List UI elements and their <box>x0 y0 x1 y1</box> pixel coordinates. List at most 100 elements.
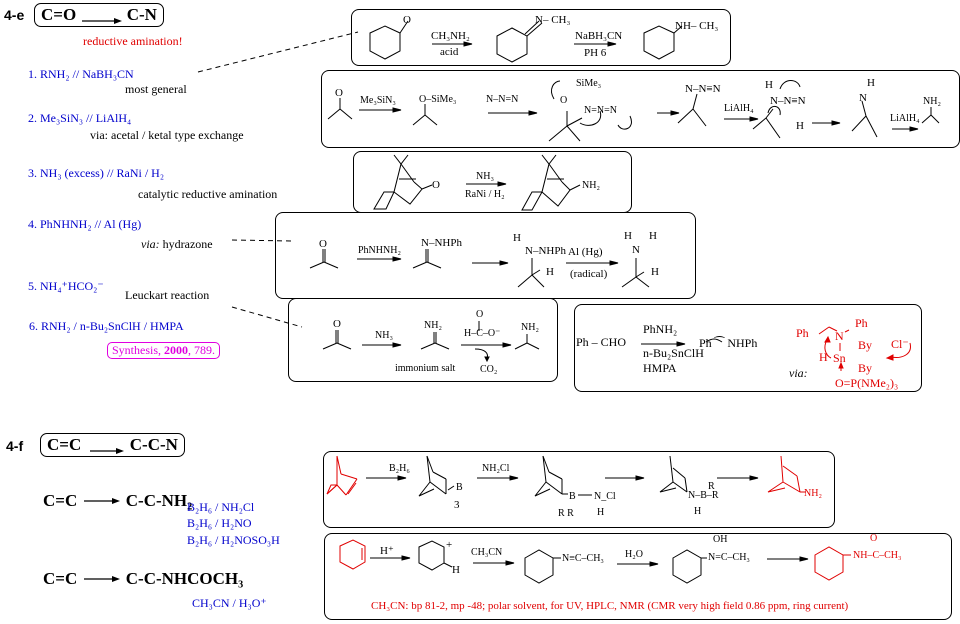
cation-ring <box>418 540 445 571</box>
connector-4 <box>231 239 293 242</box>
eq1-reagent-3: B₂H₆ / H₂NOSO₃H <box>187 533 280 547</box>
reagent-rani: RaNi / H₂ <box>465 189 505 200</box>
ts-n: N <box>835 329 844 343</box>
reagent-nh3: NH₃ <box>375 330 393 341</box>
reagent-acid: acid <box>440 46 459 58</box>
amine-h3: H <box>651 266 659 278</box>
amine-h2: H <box>649 230 657 242</box>
section-label-4f: 4-f <box>6 438 24 454</box>
scheme-box-8: H⁺ + H CH₃CN N≡C–CH₃ H₂O OH N=C–CH₃ O NH… <box>324 533 952 620</box>
reagent-alhg: Al (Hg) <box>568 246 603 258</box>
norbornylamine <box>767 455 806 493</box>
borane-3: 3 <box>454 499 460 511</box>
method-1-note: most general <box>125 82 187 96</box>
imidate-label: N=C–CH₃ <box>708 552 750 563</box>
product-nh2: NH₂ <box>923 96 941 107</box>
co2-label: CO₂ <box>480 364 497 375</box>
equation-2: C=C C-C-NHCOCH₃ <box>43 569 243 589</box>
reagent-h-plus: H⁺ <box>380 545 394 557</box>
product-nh2: NH₂ <box>521 322 539 333</box>
scheme-box-4: O PhNHNH₂ N–NHPh H N–NHPh H Al (Hg) (rad… <box>275 212 696 299</box>
azide-label: N–N=N <box>486 94 518 105</box>
ts-by1: By <box>858 338 872 352</box>
subtitle-reductive-amination: reductive amination! <box>83 34 183 48</box>
curved-arrow-1 <box>551 80 561 100</box>
eq2-reactant: C=C <box>43 569 78 588</box>
imidate-ring <box>672 549 702 584</box>
reagent-lialh4-1: LiAlH₄ <box>724 103 754 114</box>
eq1-reactant: C=C <box>43 491 78 510</box>
title-reactant: C=O <box>41 5 77 24</box>
aminoborane-h: H <box>694 506 701 517</box>
ts-ph2: Ph <box>855 316 868 330</box>
curved-arrow-5 <box>779 80 801 90</box>
eq1-reagent-1: B₂H₆ / NH₂Cl <box>187 500 255 514</box>
ketone-o: O <box>333 318 341 330</box>
reagent-phnhnh2: PhNHNH₂ <box>358 245 401 256</box>
hydride-azide-label: N–N≡N <box>770 95 806 107</box>
method-5: 5. NH₄⁺HCO₂⁻ <box>28 279 104 293</box>
substrate-phcho: Ph – CHO <box>576 335 626 349</box>
amine-n: N <box>632 244 640 256</box>
curved-arrow-2 <box>579 110 602 126</box>
amide-ring <box>814 546 844 581</box>
immonium-caption: immonium salt <box>395 363 456 374</box>
scheme-box-5: O NH₃ NH₂ O H–C–O⁻ NH₂ immonium salt CO₂ <box>288 298 558 382</box>
ts-ph1: Ph <box>796 326 809 340</box>
azide-adduct-label: N=N=N <box>584 105 617 116</box>
reagent-me3sin3: Me₃SiN₃ <box>360 95 396 106</box>
scheme-6-drawing: Ph – CHO PhNH₂ n-Bu₂SnClH HMPA Ph ⁀ NHPh… <box>576 316 911 390</box>
ref-page: , 789. <box>188 343 216 357</box>
formate-o: O <box>476 309 483 320</box>
product-nh2: NH₂ <box>582 180 600 191</box>
scheme-7-drawing: B₂H₆ B 3 NH₂Cl B N_Cl R R H R N–B–R H NH… <box>326 455 822 519</box>
method-5-note: Leuckart reaction <box>125 288 210 302</box>
imine-label: N– CH₃ <box>535 14 570 26</box>
aminoborane-label: N–B–R <box>688 490 719 501</box>
method-2: 2. Me₃SiN₃ // LiAlH₄ <box>28 111 132 125</box>
product-label: Ph ⁀ NHPh <box>699 336 757 350</box>
arrow-icon <box>83 498 120 504</box>
title-product: C-N <box>126 5 157 24</box>
imine-n: N <box>859 92 867 104</box>
cation-h: H <box>452 564 460 576</box>
arrow-icon <box>83 576 120 582</box>
reagent-hmpa: HMPA <box>643 361 677 375</box>
ketone-o: O <box>319 238 327 250</box>
reagent-nh2cl: NH₂Cl <box>482 463 510 474</box>
amine-h1: H <box>624 230 632 242</box>
cyclohexanone-ring <box>369 25 401 60</box>
nitrilium-ring <box>524 549 554 584</box>
reagent-phnh2: PhNH₂ <box>643 322 677 336</box>
scheme-3-drawing: O NH₃ RaNi / H₂ NH₂ <box>373 154 600 211</box>
norbornene <box>326 455 358 496</box>
ketone-o: O <box>335 87 343 99</box>
reference-link[interactable]: Synthesis, 2000, 789. <box>107 342 221 359</box>
eq2-product: C-C-NHCOCH₃ <box>125 569 244 588</box>
method-3-note: catalytic reductive amination <box>138 187 278 201</box>
imidate-oh: OH <box>713 534 727 545</box>
o-label: O <box>560 95 567 106</box>
amide-o: O <box>870 534 877 544</box>
ts-sn: Sn <box>833 351 846 365</box>
scheme-2-drawing: O Me₃SiN₃ O–SiMe₃ N–N=N O SiMe₃ N=N=N N–… <box>327 77 941 142</box>
ate-b: B <box>569 491 576 502</box>
method-1: 1. RNH₂ // NaBH₃CN <box>28 67 134 81</box>
reagent-h2o: H₂O <box>625 549 643 560</box>
sime3-label: SiMe₃ <box>576 78 601 89</box>
scheme-box-1: O CH₃NH₂ acid N– CH₃ NaBH₃CN PH 6 NH– CH… <box>351 9 731 66</box>
method-2-note: via: acetal / ketal type exchange <box>90 128 244 142</box>
ketone-o: O <box>432 179 440 191</box>
borane-b: B <box>456 482 463 493</box>
reagent-b2h6: B₂H₆ <box>389 463 410 474</box>
connector-5 <box>231 306 303 328</box>
reagent-lialh4-2: LiAlH₄ <box>890 113 920 124</box>
title-reactant: C=C <box>47 435 82 454</box>
via-label: via: <box>789 366 808 380</box>
ate-h: H <box>597 507 604 518</box>
h-label-2: H <box>796 120 804 132</box>
scheme-box-3: O NH₃ RaNi / H₂ NH₂ <box>353 151 632 213</box>
eq1-product: C-C-NH₂ <box>125 491 193 510</box>
scheme-1-drawing: O CH₃NH₂ acid N– CH₃ NaBH₃CN PH 6 NH– CH… <box>369 14 718 63</box>
